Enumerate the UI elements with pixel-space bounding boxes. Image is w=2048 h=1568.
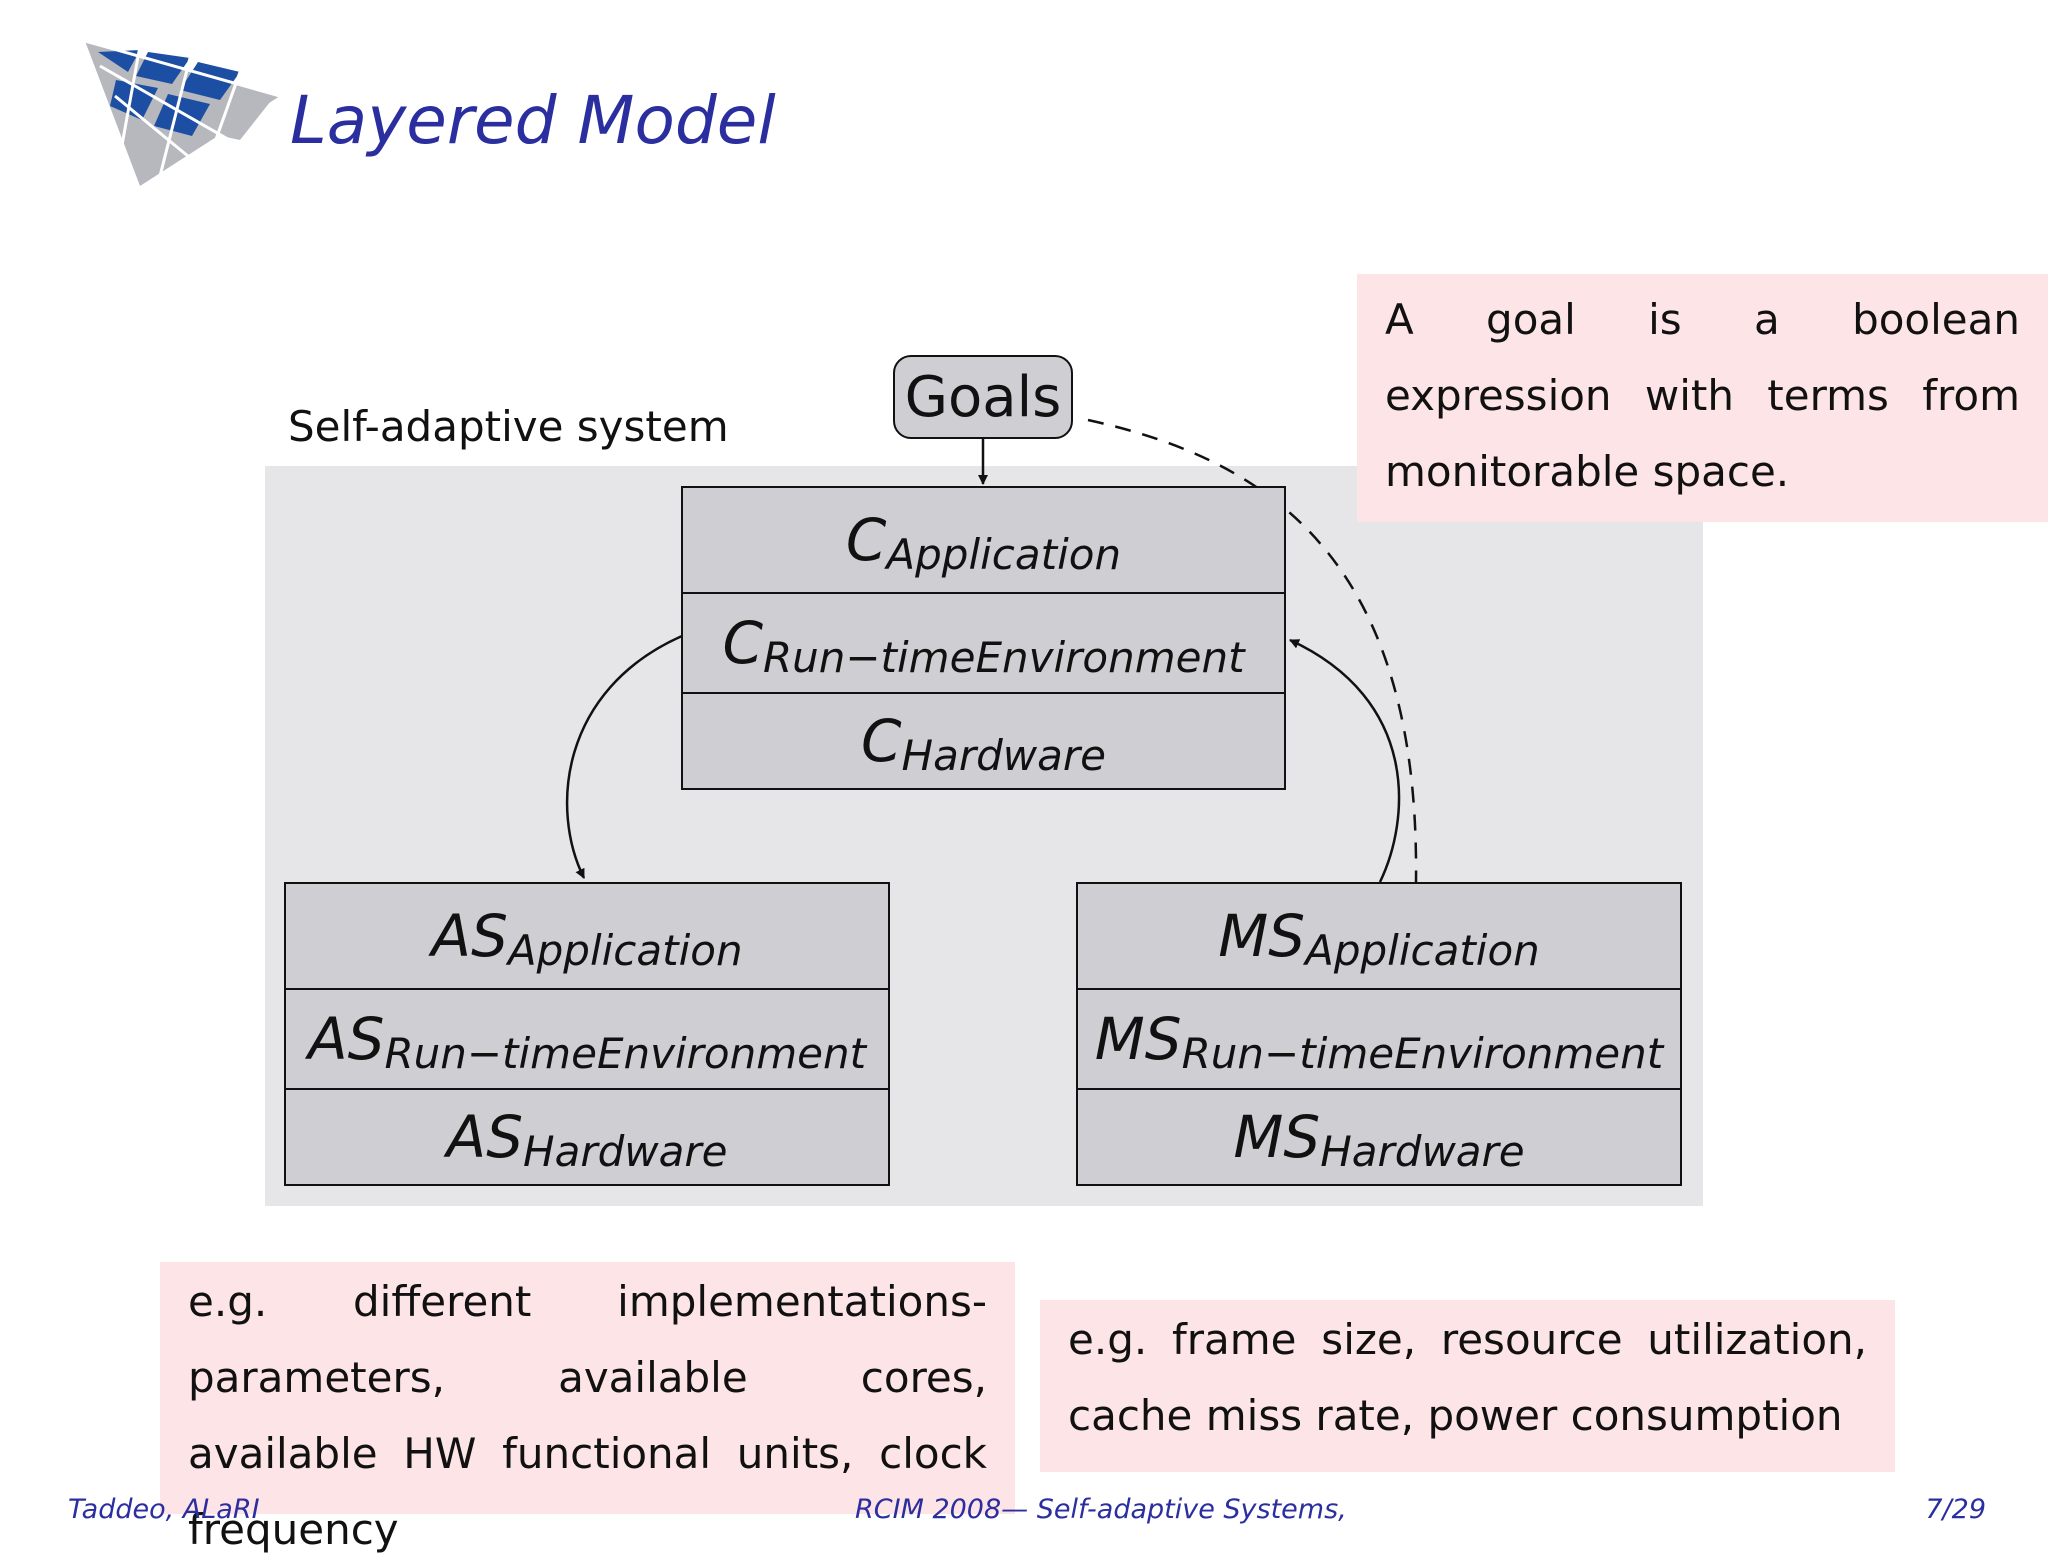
layer-subscript: Application — [1305, 925, 1540, 975]
monitoring-to-controller-arrow — [1289, 638, 1401, 883]
slide-title: Layered Model — [290, 82, 776, 159]
layer-symbol: MS — [1094, 1005, 1182, 1073]
institution-logo-icon — [84, 39, 281, 186]
layer-symbol: AS — [446, 1103, 524, 1171]
adaptation-examples-note: e.g. different implementations-parameter… — [160, 1262, 1015, 1554]
layer-symbol: AS — [307, 1005, 385, 1073]
monitoring-examples-note: e.g. frame size, resource utilization, c… — [1040, 1300, 1895, 1472]
controller-to-adaptation-arrow — [565, 634, 683, 879]
layer-subscript: Application — [507, 925, 743, 975]
layer-symbol: C — [845, 506, 887, 574]
layer-subscript: Run−timeEnvironment — [384, 1028, 867, 1078]
layer-subscript: Application — [886, 529, 1122, 579]
layer-symbol: MS — [1218, 902, 1306, 970]
goal-definition-note: A goal is a boolean expression with term… — [1357, 274, 2048, 522]
layer-symbol: AS — [431, 902, 508, 970]
layer-subscript: Hardware — [1320, 1126, 1525, 1176]
layer-subscript: Hardware — [901, 730, 1106, 780]
layer-symbol: C — [722, 609, 763, 677]
goals-label: Goals — [904, 364, 1062, 430]
layer-subscript: Run−timeEnvironment — [1181, 1028, 1664, 1078]
footer-talk-title: RCIM 2008— Self-adaptive Systems, — [855, 1494, 1347, 1525]
footer-author: Taddeo, ALaRI — [68, 1494, 260, 1525]
system-label: Self-adaptive system — [288, 402, 729, 451]
footer-page-number: 7/29 — [1925, 1494, 1986, 1525]
layer-symbol: C — [861, 707, 902, 775]
goals-box: Goals — [893, 355, 1073, 439]
layer-subscript: Hardware — [523, 1126, 728, 1176]
layer-symbol: MS — [1233, 1103, 1321, 1171]
layer-subscript: Run−timeEnvironment — [762, 632, 1245, 682]
